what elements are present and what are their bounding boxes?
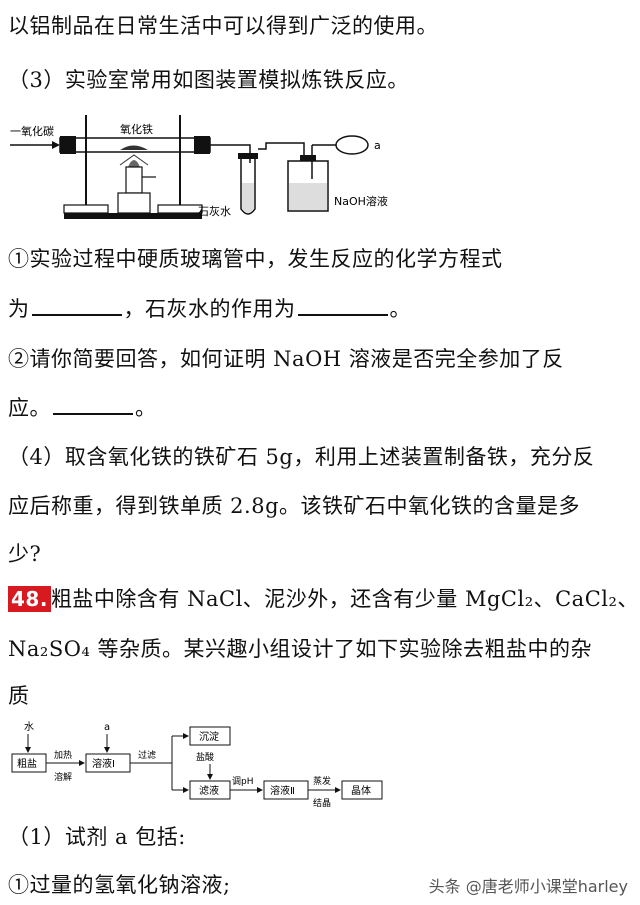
text-line-6-a: 应。 [8, 396, 51, 420]
flow-filtrate: 滤液 [199, 784, 219, 797]
watermark: 头条 @唐老师小课堂harley [428, 877, 628, 896]
limewater-label: 石灰水 [198, 204, 231, 218]
text-line-7: （4）取含氧化铁的铁矿石 5g，利用上述装置制备铁，充分反 [8, 445, 595, 469]
flow-crude-salt: 粗盐 [17, 757, 37, 770]
flow-precipitate: 沉淀 [199, 730, 219, 743]
flow-solution2: 溶液Ⅱ [270, 784, 295, 797]
text-line-13: （1）试剂 a 包括: [8, 825, 186, 849]
flow-crystallize: 结晶 [313, 797, 331, 809]
text-line-3: ①实验过程中硬质玻璃管中，发生反应的化学方程式 [8, 247, 503, 271]
text-line-5: ②请你简要回答，如何证明 NaOH 溶液是否完全参加了反 [8, 347, 564, 371]
text-line-14: ①过量的氢氧化钠溶液; [8, 873, 231, 897]
text-line-11: Na₂SO₄ 等杂质。某兴趣小组设计了如下实验除去粗盐中的杂 [8, 637, 593, 661]
naoh-label: NaOH溶液 [334, 194, 388, 208]
text-line-8: 应后称重，得到铁单质 2.8g。该铁矿石中氧化铁的含量是多 [8, 494, 581, 518]
answer-blank-limewater[interactable] [297, 296, 388, 316]
text-line-4-a: 为 [8, 297, 30, 321]
answer-blank-equation[interactable] [31, 296, 122, 316]
text-line-4-b: ，石灰水的作用为 [123, 297, 296, 321]
flow-evaporate: 蒸发 [313, 775, 331, 787]
flow-dissolve: 溶解 [54, 771, 72, 783]
flow-adjust-ph: 调pH [232, 776, 253, 787]
flow-hcl: 盐酸 [196, 751, 214, 763]
text-line-10: 48.粗盐中除含有 NaCl、泥沙外，还含有少量 MgCl₂、CaCl₂、 [8, 583, 639, 613]
text-line-1: 以铝制品在日常生活中可以得到广泛的使用。 [8, 14, 438, 38]
flow-heat: 加热 [54, 749, 72, 761]
text-line-6-b: 。 [135, 396, 157, 420]
text-line-6: 应。 。 [8, 392, 157, 422]
flow-chart: 水 粗盐 加热 溶解 a 溶液Ⅰ 过滤 沉淀 盐酸 滤液 调pH 溶液Ⅱ 蒸发 … [11, 721, 383, 809]
co-label: 一氧化碳 [10, 124, 54, 138]
apparatus-diagram: 一氧化碳 氧化铁 石灰水 NaOH溶液 a [10, 115, 388, 219]
text-line-10-body: 粗盐中除含有 NaCl、泥沙外，还含有少量 MgCl₂、CaCl₂、 [50, 587, 639, 611]
outlet-label: a [374, 139, 381, 152]
text-line-4: 为 ，石灰水的作用为 。 [8, 293, 411, 323]
question-number-badge: 48. [8, 586, 51, 612]
text-line-2: （3）实验室常用如图装置模拟炼铁反应。 [8, 68, 409, 92]
flow-crystal: 晶体 [351, 785, 371, 797]
answer-blank-naoh[interactable] [53, 395, 133, 415]
flow-solution1: 溶液Ⅰ [92, 757, 115, 770]
text-line-4-c: 。 [389, 297, 411, 321]
flow-filter: 过滤 [138, 749, 156, 761]
flow-reagent-a: a [104, 722, 110, 733]
text-line-12: 质 [8, 684, 30, 708]
fe2o3-label: 氧化铁 [120, 122, 153, 136]
text-line-9: 少? [8, 542, 42, 566]
flow-water: 水 [24, 721, 34, 733]
